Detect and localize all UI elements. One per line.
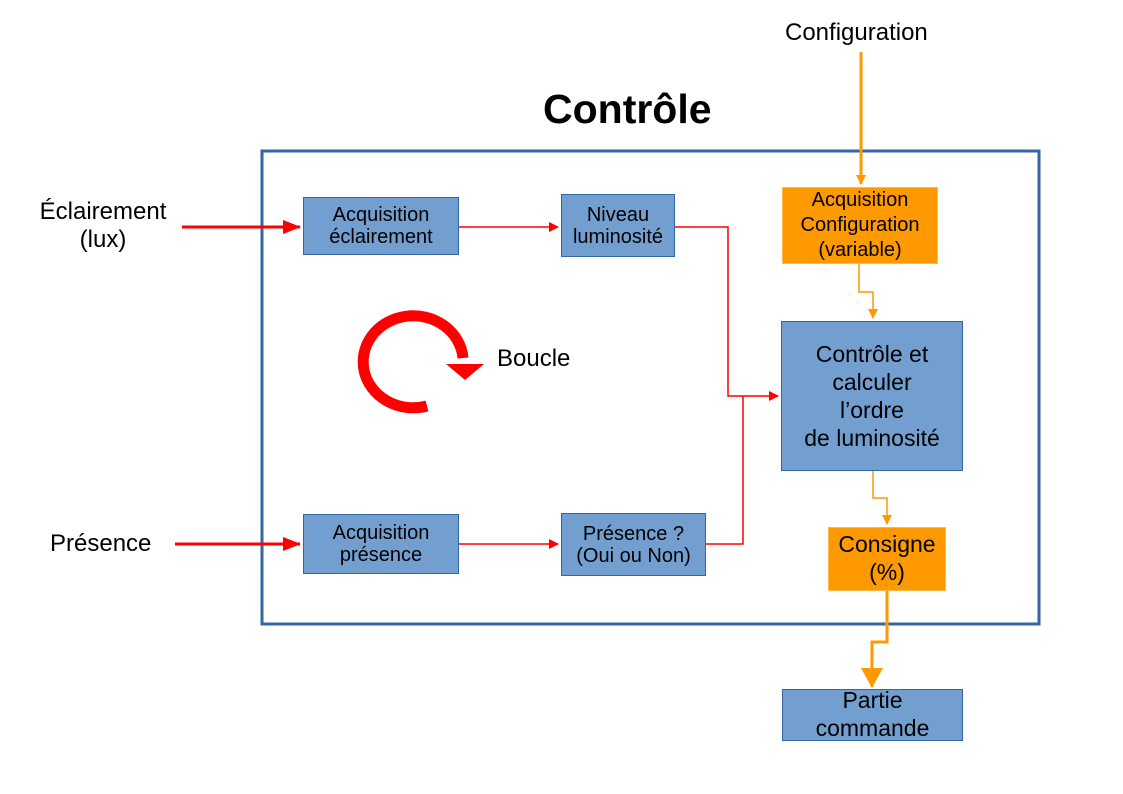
- input-label-configuration: Configuration: [785, 19, 928, 46]
- box-partie-commande: Partie commande: [782, 687, 963, 741]
- arrow-consigne-to-commande: [861, 590, 889, 688]
- box-line: (%): [869, 559, 905, 585]
- box-line: de luminosité: [804, 425, 940, 452]
- arrow-presence-to-controle: [705, 396, 744, 545]
- box-line: présence: [339, 544, 423, 566]
- box-line: (Oui ou Non): [576, 544, 691, 567]
- arrow-niveau-to-controle: [674, 226, 779, 401]
- box-line: Consigne: [838, 531, 936, 558]
- eclairement-line-1: Éclairement: [39, 198, 167, 225]
- box-line: Acquisition: [811, 189, 909, 211]
- box-line: Configuration: [800, 214, 920, 236]
- box-line: calculer: [832, 368, 912, 395]
- box-line: luminosité: [572, 225, 664, 248]
- loop-icon: [357, 310, 484, 414]
- input-label-presence: Présence: [50, 530, 152, 557]
- box-acquisition-presence: Acquisition présence: [303, 514, 459, 574]
- control-frame: [260, 149, 1041, 626]
- box-line: Acquisition: [332, 204, 430, 226]
- loop-label: Boucle: [497, 345, 571, 372]
- box-line: commande: [815, 715, 930, 741]
- box-line: Niveau: [586, 203, 650, 226]
- eclairement-line-2: (lux): [79, 226, 127, 253]
- box-line: Partie: [842, 687, 903, 714]
- box-line: l’ordre: [840, 397, 904, 423]
- box-line: Contrôle et: [815, 340, 929, 367]
- box-line: (variable): [818, 239, 902, 261]
- arrow-config-to-controle: [858, 263, 878, 319]
- arrow-controle-to-consigne: [872, 470, 892, 525]
- page-title: Contrôle: [543, 86, 712, 132]
- box-controle-calcul: Contrôle et calculer l’ordre de luminosi…: [781, 321, 963, 471]
- box-consigne: Consigne (%): [828, 527, 946, 591]
- box-line: Acquisition: [332, 522, 430, 544]
- input-label-eclairement: Éclairement (lux): [26, 198, 180, 254]
- box-line: Présence ?: [582, 522, 685, 545]
- box-niveau-luminosite: Niveau luminosité: [561, 194, 675, 257]
- box-acquisition-configuration: Acquisition Configuration (variable): [782, 187, 938, 264]
- box-presence-question: Présence ? (Oui ou Non): [561, 513, 706, 576]
- box-acquisition-eclairement: Acquisition éclairement: [303, 197, 459, 255]
- box-line: éclairement: [329, 226, 433, 248]
